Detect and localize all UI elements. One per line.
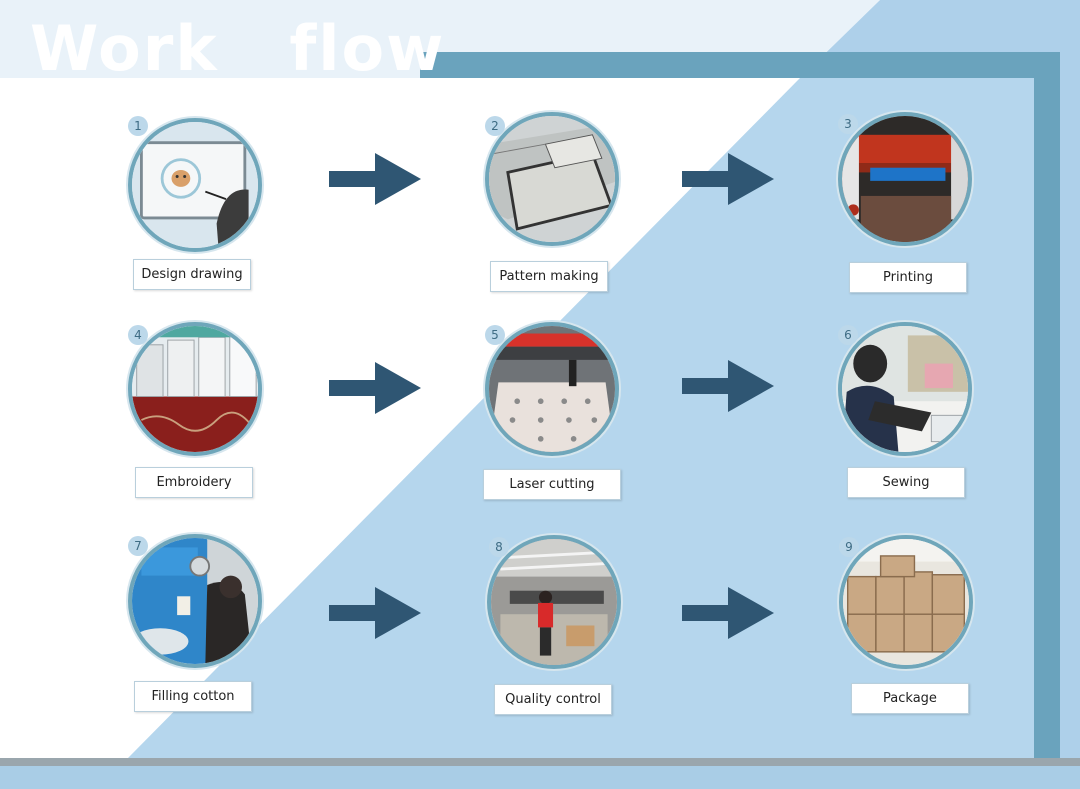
- step-9-number: 9: [839, 537, 859, 557]
- arrow-2-to-3: [682, 153, 774, 205]
- step-5-label: Laser cutting: [483, 469, 621, 500]
- step-2-image: [485, 112, 619, 246]
- pattern-making-icon: [489, 116, 615, 242]
- step-7-label: Filling cotton: [134, 681, 252, 712]
- right-arrow-icon: [682, 153, 774, 205]
- printing-icon: [842, 116, 968, 242]
- step-9-label: Package: [851, 683, 969, 714]
- arrow-1-to-2: [329, 153, 421, 205]
- step-8-image: [487, 535, 621, 669]
- arrow-7-to-8: [329, 587, 421, 639]
- embroidery-icon: [132, 326, 258, 452]
- right-arrow-icon: [682, 360, 774, 412]
- step-5-image: [485, 322, 619, 456]
- step-9-image: [839, 535, 973, 669]
- step-7-image: [128, 534, 262, 668]
- design-drawing-icon: [132, 122, 258, 248]
- step-7-number: 7: [128, 536, 148, 556]
- step-5-number: 5: [485, 325, 505, 345]
- step-1-label: Design drawing: [133, 259, 251, 290]
- step-2-number: 2: [485, 116, 505, 136]
- step-2-label: Pattern making: [490, 261, 608, 292]
- step-4-image: [128, 322, 262, 456]
- page-title: Work flow: [30, 12, 446, 85]
- step-3-label: Printing: [849, 262, 967, 293]
- step-3-number: 3: [838, 114, 858, 134]
- package-icon: [843, 539, 969, 665]
- step-8-label: Quality control: [494, 684, 612, 715]
- step-6-image: [838, 322, 972, 456]
- step-4-label: Embroidery: [135, 467, 253, 498]
- step-1-number: 1: [128, 116, 148, 136]
- step-8-number: 8: [489, 537, 509, 557]
- right-arrow-icon: [329, 587, 421, 639]
- right-arrow-icon: [329, 362, 421, 414]
- arrow-5-to-6: [682, 360, 774, 412]
- step-3-image: [838, 112, 972, 246]
- filling-cotton-icon: [132, 538, 258, 664]
- sewing-icon: [842, 326, 968, 452]
- quality-control-icon: [491, 539, 617, 665]
- step-1-image: [128, 118, 262, 252]
- right-arrow-icon: [682, 587, 774, 639]
- step-6-number: 6: [838, 325, 858, 345]
- laser-cutting-icon: [489, 326, 615, 452]
- step-4-number: 4: [128, 325, 148, 345]
- arrow-8-to-9: [682, 587, 774, 639]
- step-6-label: Sewing: [847, 467, 965, 498]
- right-arrow-icon: [329, 153, 421, 205]
- arrow-4-to-5: [329, 362, 421, 414]
